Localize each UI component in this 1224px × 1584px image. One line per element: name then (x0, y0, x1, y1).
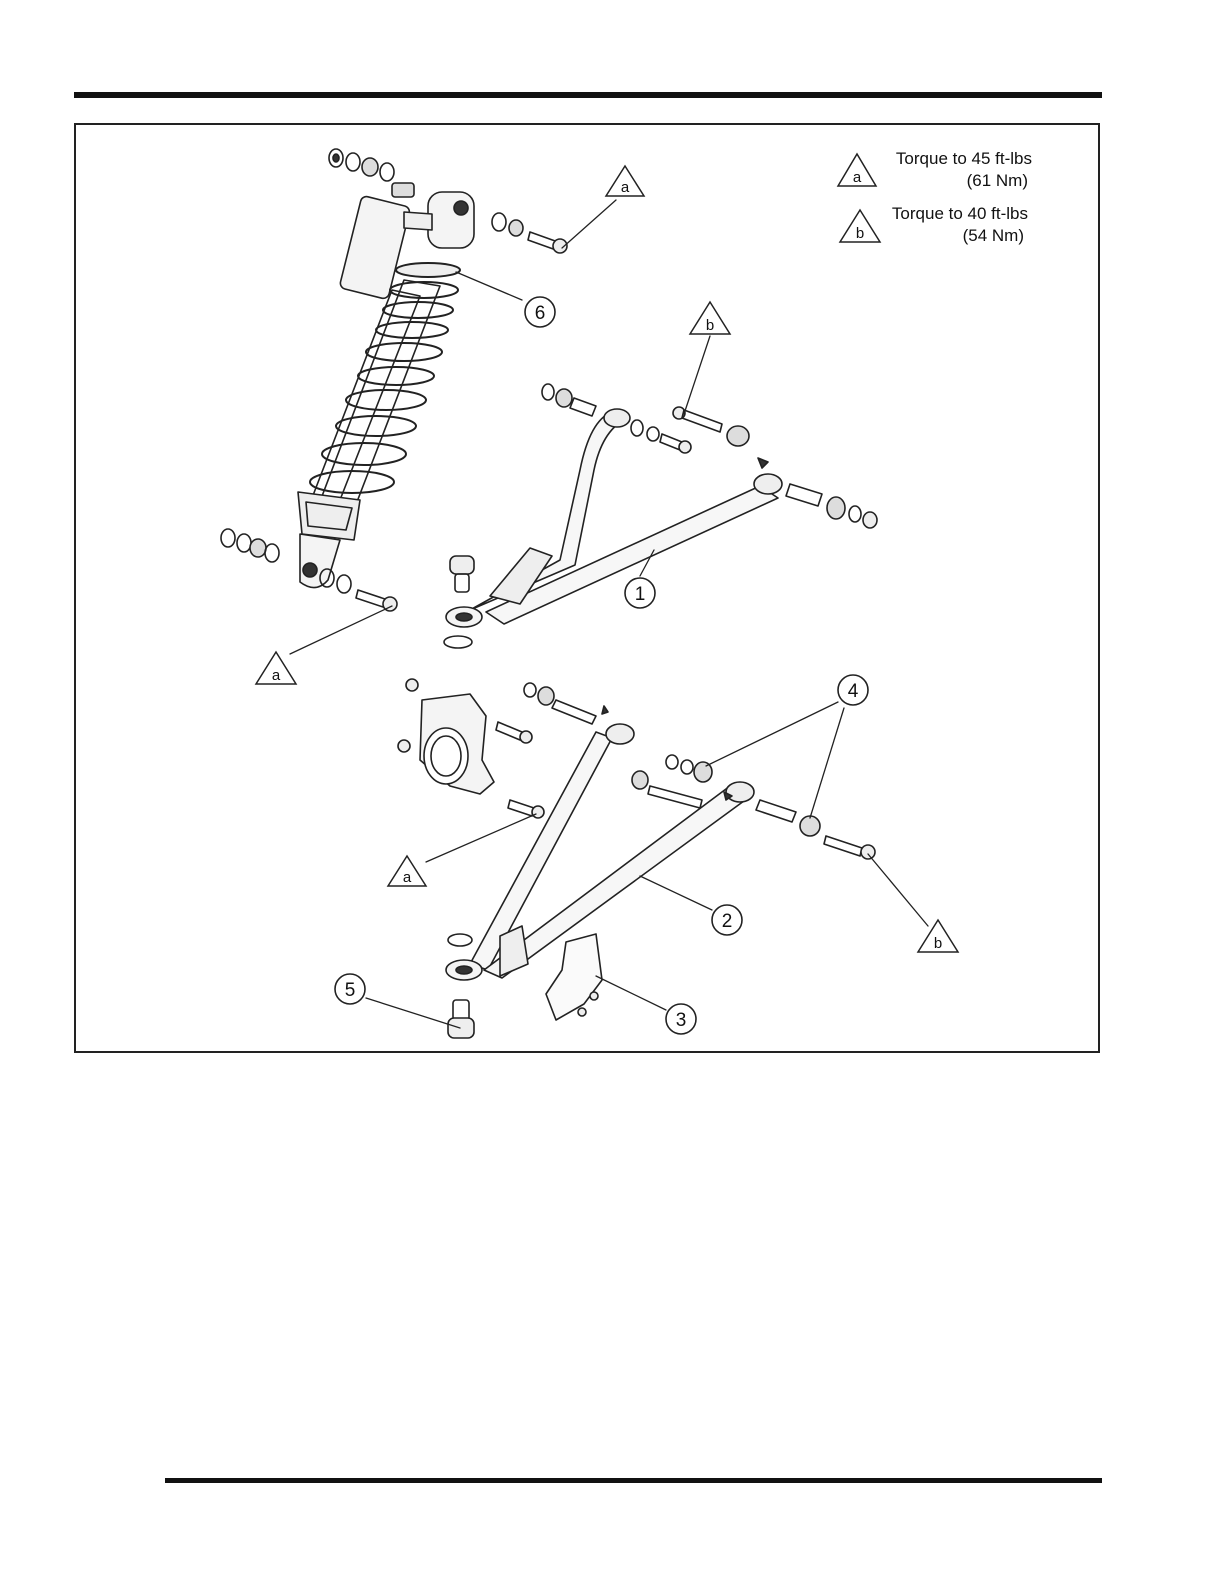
torque-mark-b-upper: b (706, 317, 714, 334)
callout-2: 2 (722, 911, 733, 932)
torque-mark-b-lower: b (934, 935, 942, 952)
callout-6: 6 (535, 303, 546, 324)
shock-top-bolt (492, 213, 567, 253)
steering-knuckle (398, 679, 544, 818)
legend-b-metric: (54 Nm) (866, 225, 1024, 247)
legend-symbol-a: a (853, 169, 862, 186)
upper-ball-joint (450, 556, 474, 592)
shock-top-hardware (329, 149, 394, 181)
legend-a-metric: (61 Nm) (870, 170, 1028, 192)
legend-b-torque: Torque to 40 ft-lbs (866, 203, 1028, 225)
torque-mark-a-top: a (621, 179, 630, 196)
torque-mark-a-knuckle: a (403, 869, 412, 886)
shock-absorber (298, 183, 474, 588)
callout-5: 5 (345, 980, 356, 1001)
a-arm-guard (546, 934, 602, 1020)
callout-1: 1 (635, 584, 646, 605)
callout-3: 3 (676, 1010, 687, 1031)
callout-4: 4 (848, 681, 859, 702)
legend-symbol-b: b (856, 225, 864, 242)
footer-rule (165, 1478, 1102, 1483)
lower-ball-joint (448, 1000, 474, 1038)
lower-a-arm (446, 724, 754, 980)
legend-a-torque: Torque to 45 ft-lbs (870, 148, 1032, 170)
torque-mark-a-lower-shock: a (272, 667, 281, 684)
